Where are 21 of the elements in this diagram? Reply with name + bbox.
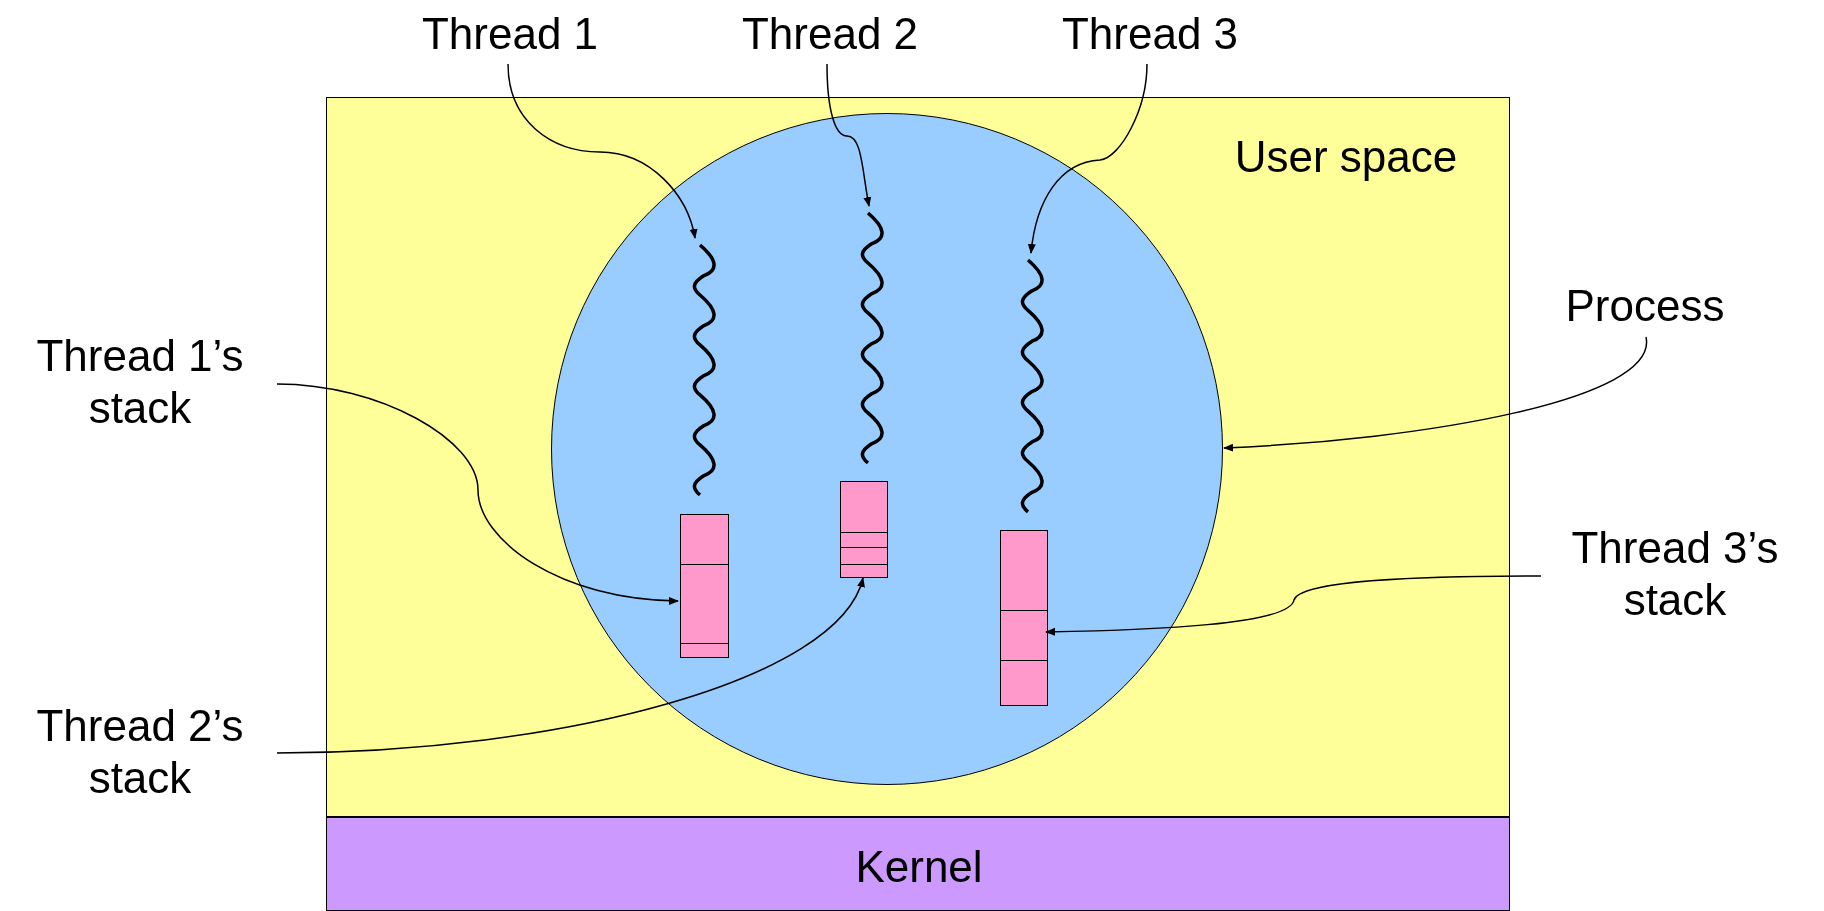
leader-line xyxy=(826,63,872,207)
stack-block xyxy=(840,481,888,578)
leader-line xyxy=(276,577,864,754)
stack-label: Thread 1’s stack xyxy=(10,330,270,438)
stack-label: Thread 3’s stack xyxy=(1545,522,1805,630)
area-title: User space xyxy=(1233,131,1459,183)
band-title: Kernel xyxy=(854,841,984,893)
leader-line xyxy=(1045,575,1542,636)
thread-label: Thread 1 xyxy=(390,8,630,64)
thread-label: Thread 2 xyxy=(710,8,950,64)
leader-line xyxy=(507,63,697,239)
stack-block xyxy=(680,514,729,658)
process-label: Process xyxy=(1540,280,1750,336)
user-space-area xyxy=(326,97,1510,817)
leader-line xyxy=(1028,63,1148,254)
kernel-band xyxy=(326,817,1510,911)
stack-block xyxy=(1000,530,1048,706)
stack-label: Thread 2’s stack xyxy=(10,700,270,808)
leader-line xyxy=(1223,336,1647,452)
leader-line xyxy=(276,383,679,605)
thread-label: Thread 3 xyxy=(1030,8,1270,64)
